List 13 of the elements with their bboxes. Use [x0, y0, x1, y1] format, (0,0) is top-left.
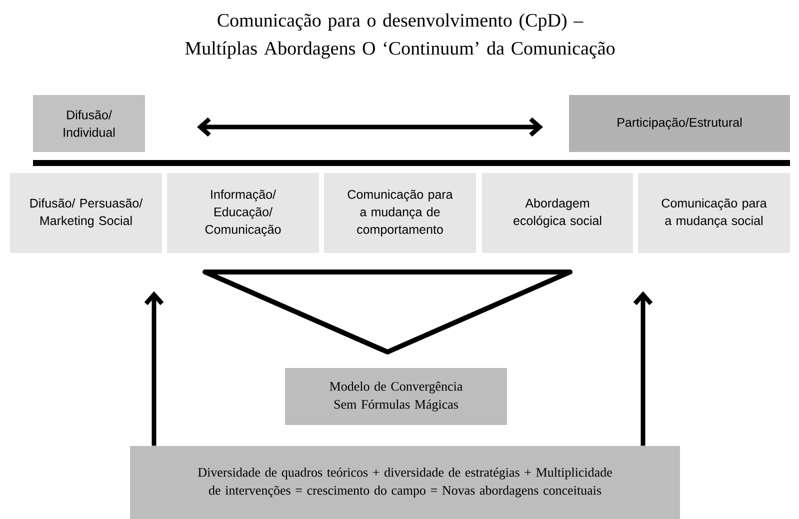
triangle	[202, 270, 572, 354]
approach-box: Comunicação para a mudança social	[638, 173, 790, 253]
pole-box: Difusão/ Individual	[33, 95, 145, 152]
approach-box: Difusão/ Persuasão/ Marketing Social	[10, 173, 162, 253]
summary-box: Diversidade de quadros teóricos + diversidade de estratégias + Multiplicidade de intervenções = crescimento do campo = Novas abordagens conceituais	[130, 446, 680, 519]
title: Comunicação para o desenvolvimento (CpD) – Multíplas Abordagens O ‘Continuum’ da Comunicação	[185, 13, 615, 59]
pole-box: Participação/Estrutural	[569, 95, 790, 152]
approach-box: Comunicação para a mudança de comportamento	[324, 173, 476, 253]
approach-box: Informação/ Educação/ Comunicação	[167, 173, 319, 253]
approach-box: Abordagem ecológica social	[482, 173, 633, 253]
model-box: Modelo de Convergência Sem Fórmulas Mágicas	[285, 368, 507, 425]
arrow	[633, 291, 653, 446]
arrow	[144, 291, 164, 446]
